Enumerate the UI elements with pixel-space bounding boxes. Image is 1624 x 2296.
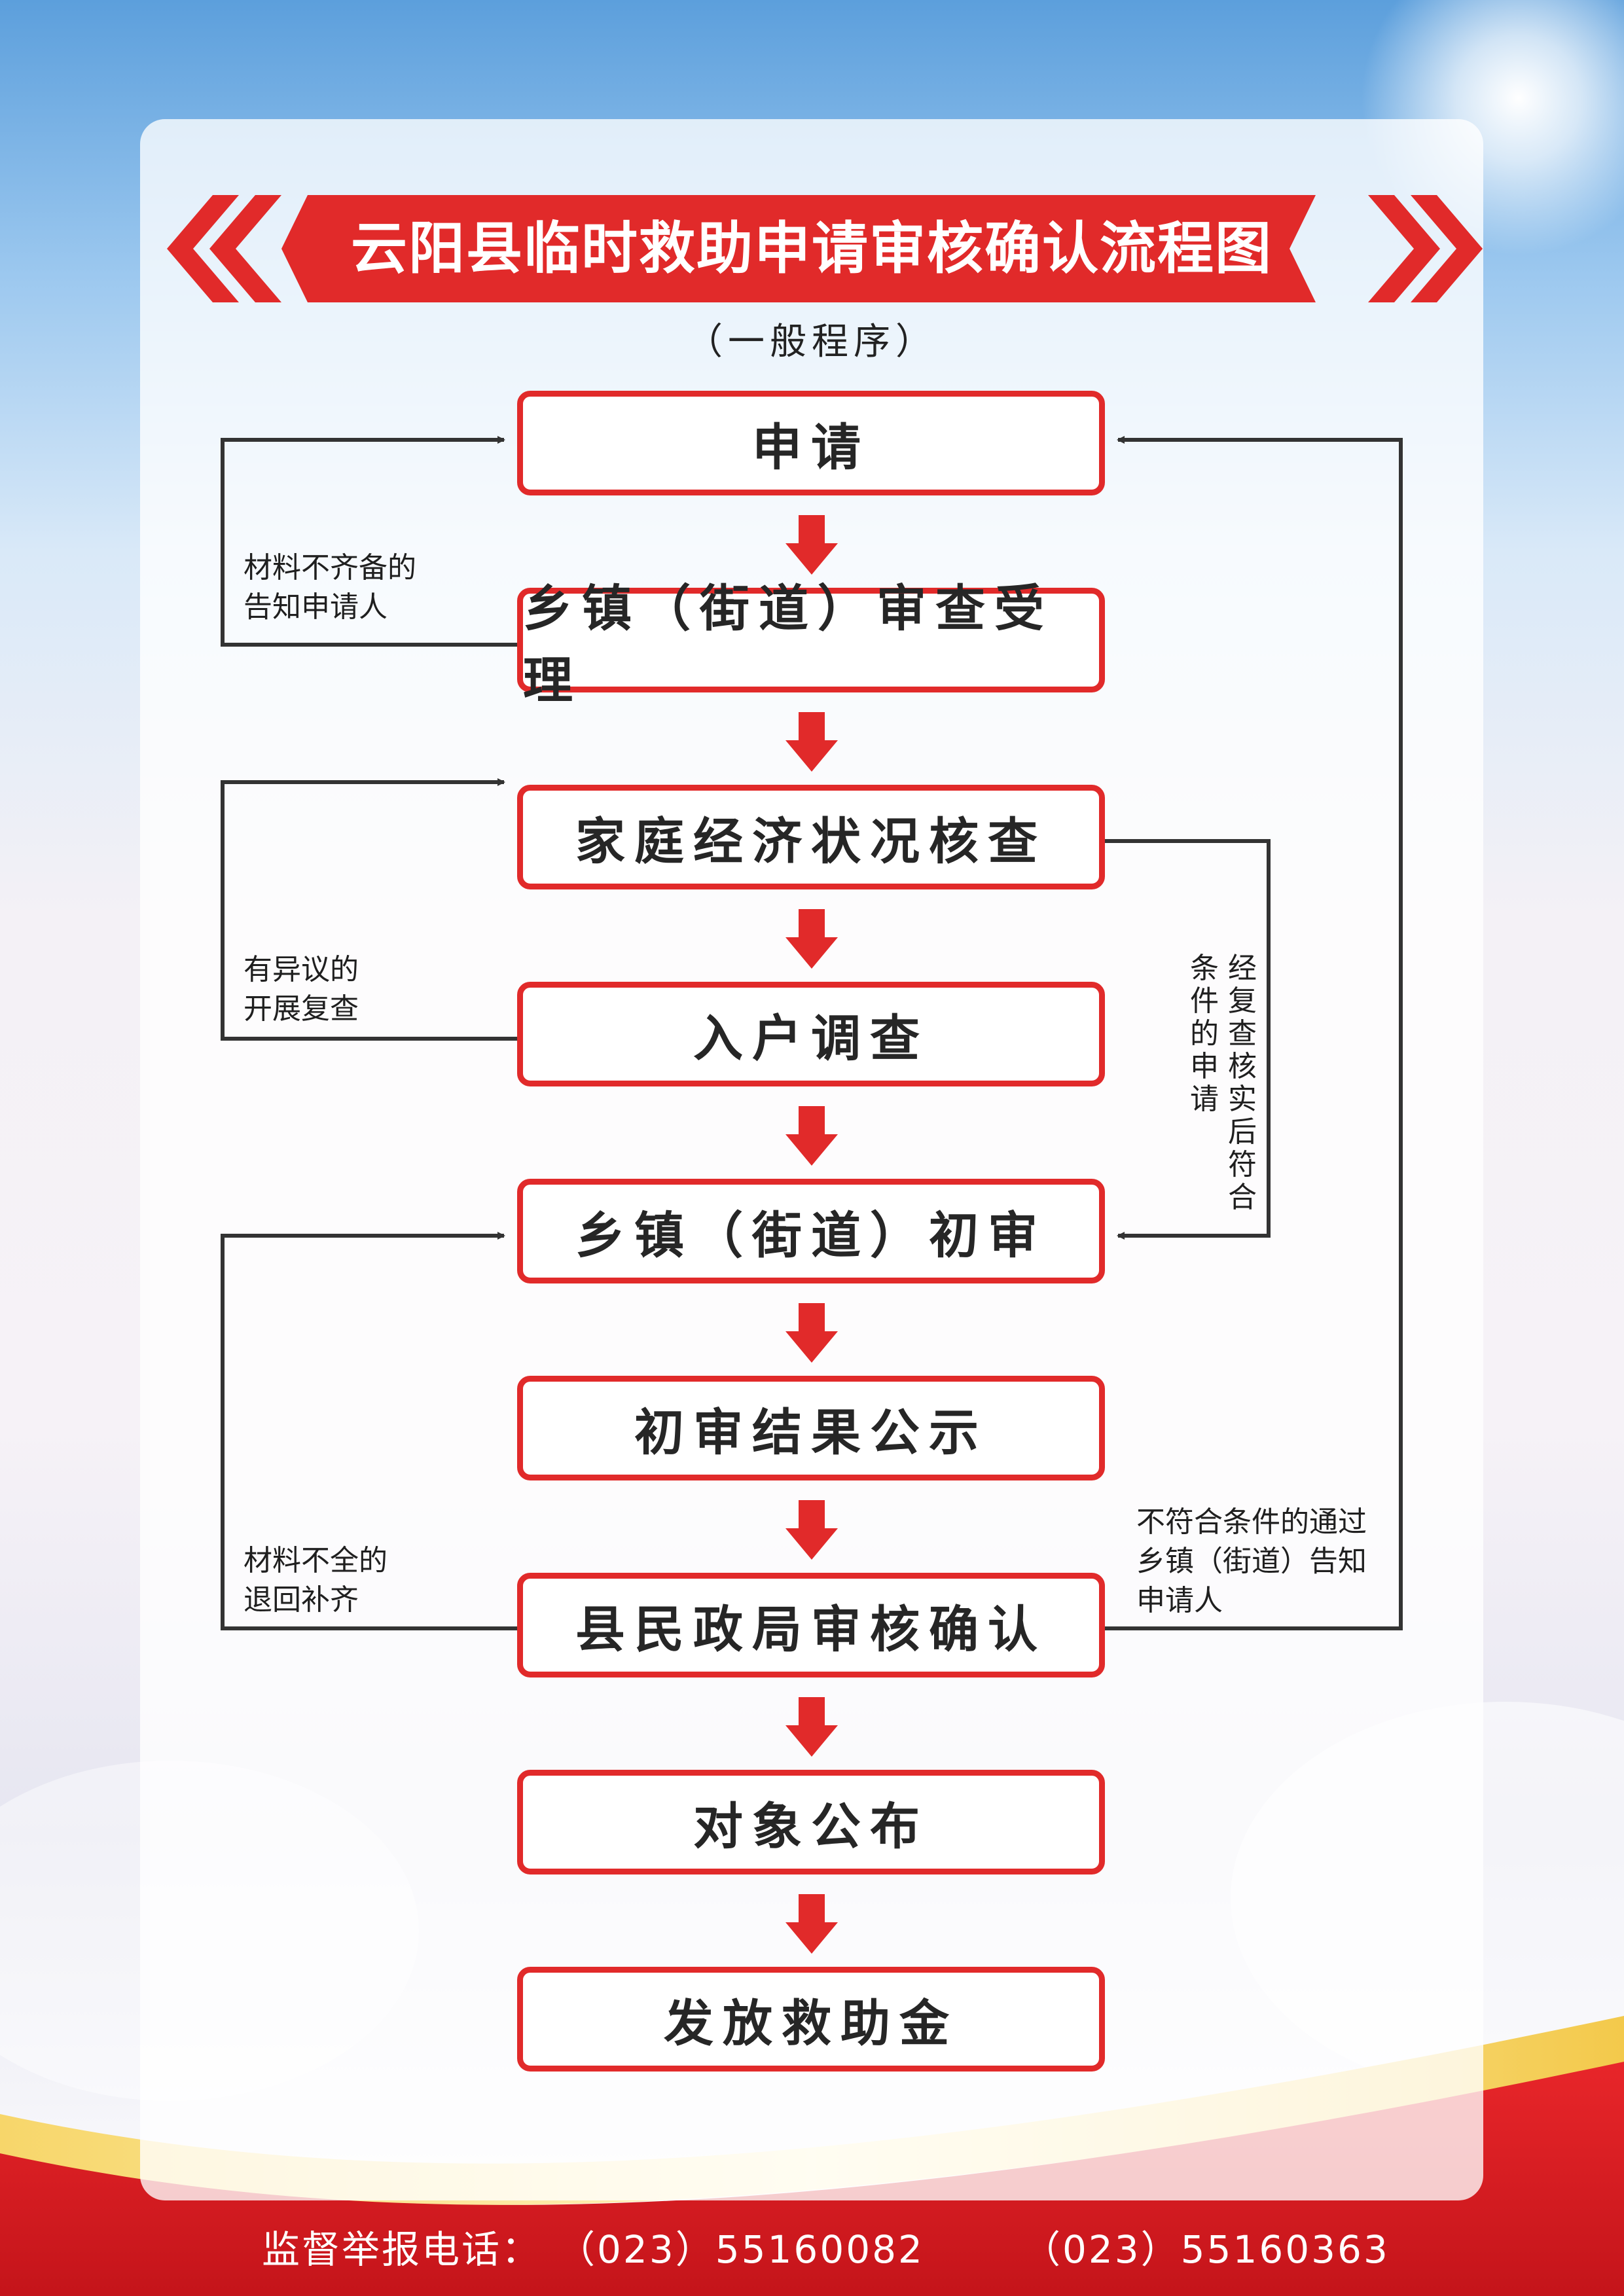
note-recheck-qualified-col1: 经复查核实后符合 (1228, 952, 1257, 1214)
down-arrow (785, 1894, 838, 1954)
down-arrows (785, 515, 838, 1954)
note-recheck-qualified-col2: 条件的申请 (1190, 952, 1219, 1116)
hotline-phone-2: （023）55160363 (1022, 2227, 1390, 2272)
note-line: 退回补齐 (244, 1583, 359, 1617)
step-town-preliminary-review: 乡镇（街道）初审 (517, 1179, 1105, 1283)
down-arrow (785, 712, 838, 772)
note-not-qualified: 不符合条件的通过 乡镇（街道）告知 申请人 (1136, 1503, 1367, 1621)
loop-incomplete-materials (221, 436, 517, 647)
note-line: 材料不齐备的 (244, 551, 416, 584)
down-arrow (785, 1500, 838, 1560)
hotline-phone-1: （023）55160082 (557, 2227, 924, 2272)
title-banner (281, 195, 1316, 302)
loop-not-qualified (1105, 436, 1403, 1630)
hotline: 监督举报电话： （023）55160082 （023）55160363 (262, 2214, 1506, 2279)
note-line: 告知申请人 (244, 590, 388, 624)
down-arrow (785, 1106, 838, 1166)
note-line: 有异议的 (244, 953, 359, 986)
down-arrow (785, 909, 838, 969)
note-objection-review: 有异议的 开展复查 (244, 950, 359, 1029)
page-subtitle: （一般程序） (686, 321, 937, 363)
note-line: 申请人 (1136, 1584, 1223, 1617)
loop-materials-return (221, 1232, 517, 1630)
step-disburse-funds: 发放救助金 (517, 1967, 1105, 2072)
step-town-review-accept: 乡镇（街道）审查受理 (517, 579, 1105, 709)
page-title: 云阳县临时救助申请审核确认流程图 (351, 215, 1272, 281)
note-line: 不符合条件的通过 (1136, 1505, 1367, 1539)
loop-objection-review (221, 778, 517, 1041)
step-apply: 申请 (517, 391, 1105, 495)
down-arrow (785, 515, 838, 575)
note-materials-return: 材料不全的 退回补齐 (244, 1541, 388, 1620)
step-recipient-announcement: 对象公布 (517, 1770, 1105, 1874)
step-household-economic-check: 家庭经济状况核查 (517, 785, 1105, 889)
step-county-civil-affairs-confirm: 县民政局审核确认 (517, 1573, 1105, 1677)
down-arrow (785, 1303, 838, 1363)
loop-recheck-qualified (1105, 839, 1271, 1240)
note-line: 开展复查 (244, 992, 359, 1026)
hotline-label: 监督举报电话： (262, 2227, 542, 2272)
red-wave (0, 2062, 1624, 2296)
note-line: 乡镇（街道）告知 (1136, 1545, 1367, 1578)
down-arrow (785, 1697, 838, 1757)
step-home-visit: 入户调查 (517, 982, 1105, 1086)
note-line: 材料不全的 (244, 1544, 388, 1577)
note-incomplete-materials: 材料不齐备的 告知申请人 (244, 548, 416, 627)
step-preliminary-result-publicity: 初审结果公示 (517, 1376, 1105, 1480)
